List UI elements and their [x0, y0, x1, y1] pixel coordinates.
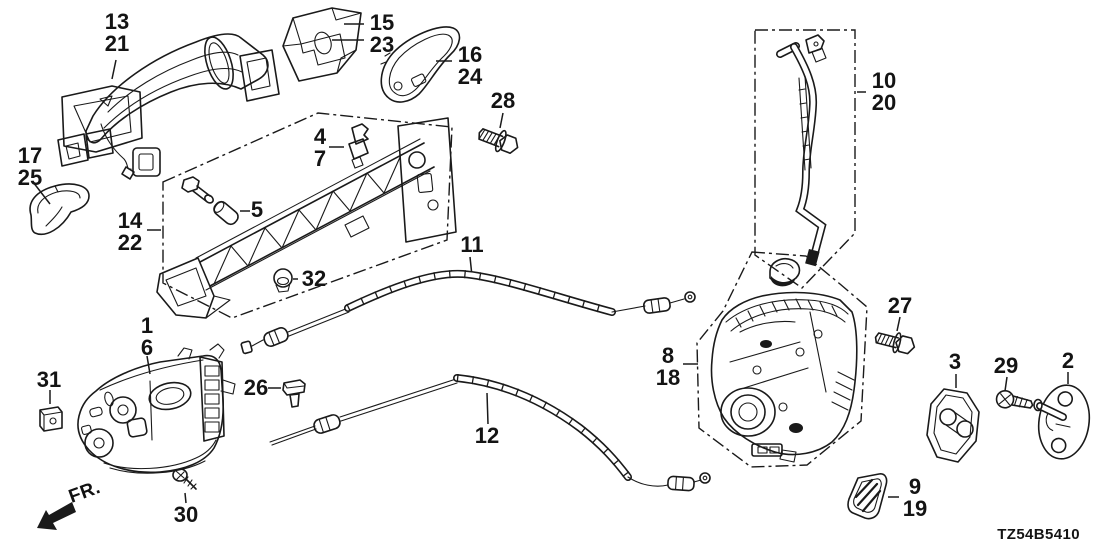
bracket-boundary — [162, 112, 453, 319]
callout-2: 2 — [1061, 348, 1075, 373]
callout-1-6: 1 6 — [140, 313, 154, 360]
handle-gasket — [380, 26, 461, 103]
clip-31 — [39, 406, 63, 432]
callout-11: 11 — [460, 232, 484, 257]
clip-26 — [282, 379, 306, 408]
diagram-code: TZ54B5410 — [997, 526, 1080, 543]
handle-base — [282, 7, 362, 82]
door-striker — [1033, 384, 1091, 460]
outer-handle — [57, 33, 280, 180]
callout-15-23: 15 23 — [369, 10, 395, 57]
protector-4-7 — [348, 123, 369, 169]
callout-32: 32 — [301, 266, 327, 291]
callout-28: 28 — [490, 88, 516, 113]
lock-cable — [269, 374, 711, 492]
inner-handle — [77, 343, 236, 474]
callout-13-21: 13 21 — [104, 9, 130, 56]
fr-arrow — [37, 502, 76, 530]
door-latch — [710, 291, 858, 463]
callout-27: 27 — [887, 293, 913, 318]
lock-rod-boundary — [754, 29, 856, 289]
handle-cap — [29, 183, 90, 235]
callout-5: 5 — [250, 197, 264, 222]
callout-14-22: 14 22 — [117, 208, 143, 255]
callout-26: 26 — [243, 375, 269, 400]
callout-4-7: 4 7 — [313, 124, 327, 171]
open-cable — [240, 269, 696, 355]
striker-cover — [926, 388, 980, 463]
callout-31: 31 — [36, 367, 62, 392]
callout-16-24: 16 24 — [457, 42, 483, 89]
pin-and-bushing — [181, 176, 239, 226]
callout-8-18: 8 18 — [655, 343, 681, 390]
callout-17-25: 17 25 — [17, 143, 43, 190]
callout-12: 12 — [474, 423, 500, 448]
bolt-28 — [478, 128, 519, 155]
bolt-27 — [874, 332, 916, 355]
callout-3: 3 — [948, 349, 962, 374]
grommet-32 — [273, 268, 293, 293]
screw-29 — [995, 389, 1034, 409]
callout-30: 30 — [173, 502, 199, 527]
lock-rod — [776, 34, 827, 267]
latch-boundary — [696, 251, 868, 468]
callout-10-20: 10 20 — [871, 68, 897, 115]
latch-clip — [769, 257, 801, 287]
handle-bracket — [156, 117, 457, 319]
callout-9-19: 9 19 — [902, 474, 928, 521]
callout-29: 29 — [993, 353, 1019, 378]
lock-cover — [847, 473, 888, 520]
leader-lines — [32, 23, 1069, 504]
screw-30 — [172, 468, 197, 490]
